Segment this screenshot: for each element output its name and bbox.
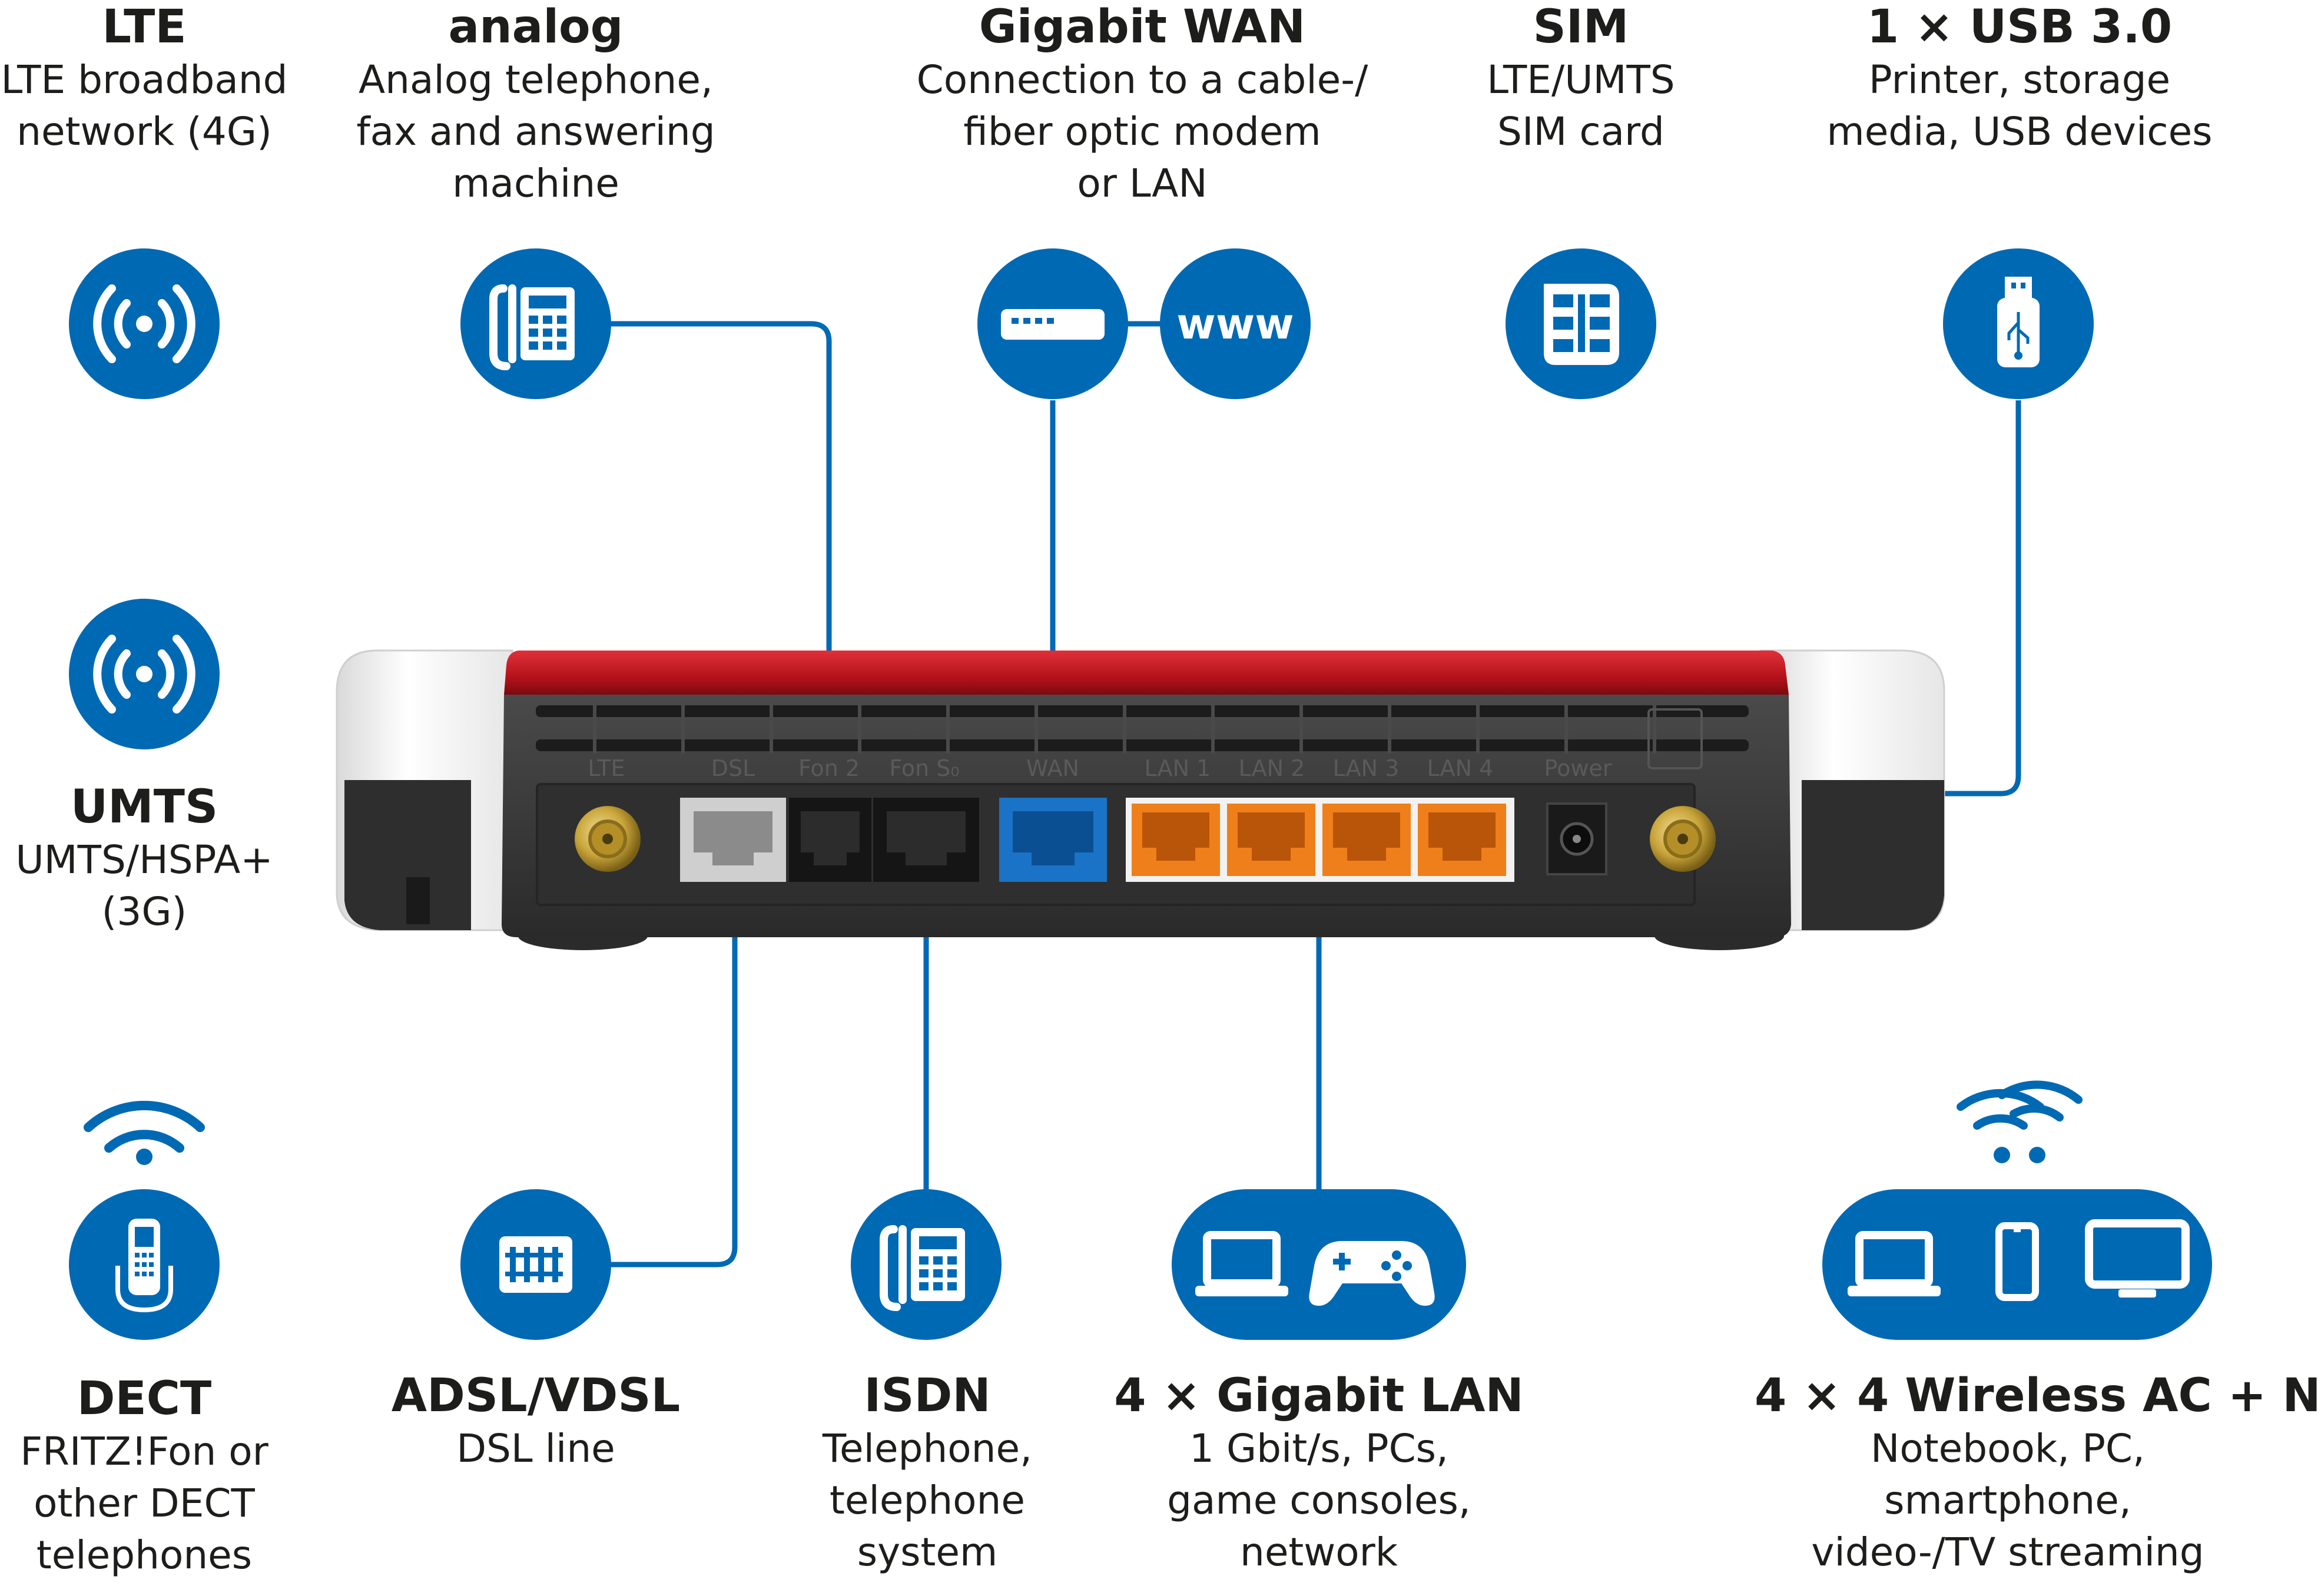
www-globe-icon: www	[1160, 248, 1311, 399]
label-analog: analog Analog telephone, fax and answeri…	[330, 0, 742, 210]
analog-desk-phone-icon	[460, 248, 611, 399]
port-label-power: Power	[1544, 755, 1612, 781]
www-text: www	[1176, 299, 1294, 349]
port-label-dsl: DSL	[711, 755, 755, 781]
label-dect-title: DECT	[77, 1372, 212, 1425]
label-gigabit-lan-desc: 1 Gbit/s, PCs, game consoles, network	[1167, 1426, 1471, 1575]
port-power	[1546, 802, 1607, 875]
label-analog-desc: Analog telephone, fax and answering mach…	[356, 57, 715, 206]
label-usb-desc: Printer, storage media, USB devices	[1826, 57, 2213, 154]
isdn-desk-phone-icon	[851, 1189, 1002, 1340]
router-red-top	[504, 651, 1789, 695]
lan-laptop-gamepad-icon	[1172, 1189, 1466, 1340]
umts-antenna-signal-icon	[69, 599, 220, 749]
port-label-fon-s0: Fon S₀	[889, 755, 959, 781]
label-dect: DECT FRITZ!Fon or other DECT telephones	[0, 1372, 289, 1581]
antenna-connector-left	[575, 806, 641, 872]
port-label-lan2: LAN 2	[1239, 755, 1305, 781]
port-fon-s0	[873, 798, 979, 882]
line-usb	[1943, 400, 2021, 797]
label-dect-desc: FRITZ!Fon or other DECT telephones	[20, 1429, 268, 1578]
label-umts: UMTS UMTS/HSPA+ (3G)	[0, 780, 289, 938]
line-analog	[606, 321, 832, 795]
label-umts-desc: UMTS/HSPA+ (3G)	[15, 837, 273, 934]
port-wan	[999, 798, 1107, 882]
port-fon2	[789, 798, 871, 882]
port-dsl	[680, 798, 786, 882]
label-wireless-desc: Notebook, PC, smartphone, video-/TV stre…	[1811, 1426, 2204, 1575]
label-sim: SIM LTE/UMTS SIM card	[1425, 0, 1737, 158]
port-label-fon2: Fon 2	[798, 755, 860, 781]
label-umts-title: UMTS	[70, 781, 218, 834]
label-gigabit-wan-title: Gigabit WAN	[979, 1, 1306, 54]
wan-modem-icon	[977, 248, 1128, 399]
port-label-lan1: LAN 1	[1145, 755, 1211, 781]
label-lte-title: LTE	[102, 1, 187, 54]
label-wireless: 4 × 4 Wireless AC + N Notebook, PC, smar…	[1755, 1369, 2321, 1578]
label-isdn: ISDN Telephone, telephone system	[765, 1369, 1089, 1578]
label-adsl-desc: DSL line	[456, 1426, 615, 1471]
label-isdn-desc: Telephone, telephone system	[822, 1426, 1033, 1575]
label-gigabit-lan: 4 × Gigabit LAN 1 Gbit/s, PCs, game cons…	[1107, 1369, 1531, 1578]
dect-cordless-phone-icon	[69, 1100, 220, 1340]
router: LTE DSL Fon 2 Fon S₀ WAN LAN 1 LAN 2 LAN…	[336, 649, 1945, 950]
antenna-connector-right	[1650, 806, 1716, 872]
port-label-wan: WAN	[1026, 755, 1079, 781]
label-wireless-title: 4 × 4 Wireless AC + N	[1755, 1369, 2321, 1422]
port-label-lte: LTE	[588, 755, 625, 781]
label-usb: 1 × USB 3.0 Printer, storage media, USB …	[1784, 0, 2255, 158]
label-analog-title: analog	[448, 1, 624, 54]
label-lte: LTE LTE broadband network (4G)	[0, 0, 289, 158]
label-sim-desc: LTE/UMTS SIM card	[1487, 57, 1675, 154]
line-adsl	[606, 898, 738, 1267]
lte-antenna-signal-icon	[69, 248, 220, 399]
label-usb-title: 1 × USB 3.0	[1866, 1, 2173, 54]
router-diagram: LTE DSL Fon 2 Fon S₀ WAN LAN 1 LAN 2 LAN…	[69, 248, 2212, 1340]
port-lan-block	[1126, 798, 1514, 882]
label-isdn-title: ISDN	[864, 1369, 991, 1422]
label-lte-desc: LTE broadband network (4G)	[1, 57, 288, 154]
label-adsl: ADSL/VDSL DSL line	[341, 1369, 730, 1475]
label-gigabit-wan: Gigabit WAN Connection to a cable-/ fibe…	[860, 0, 1425, 210]
sim-card-icon	[1506, 248, 1656, 399]
wireless-devices-icon	[1822, 1080, 2212, 1340]
port-label-lan3: LAN 3	[1333, 755, 1400, 781]
label-gigabit-lan-title: 4 × Gigabit LAN	[1114, 1369, 1524, 1422]
label-adsl-title: ADSL/VDSL	[391, 1369, 681, 1422]
label-sim-title: SIM	[1533, 1, 1629, 54]
usb-stick-icon	[1943, 248, 2094, 399]
port-label-lan4: LAN 4	[1427, 755, 1494, 781]
adsl-dsl-port-icon	[460, 1189, 611, 1340]
connector-lines	[606, 321, 2021, 1267]
label-gigabit-wan-desc: Connection to a cable-/ fiber optic mode…	[916, 57, 1368, 206]
